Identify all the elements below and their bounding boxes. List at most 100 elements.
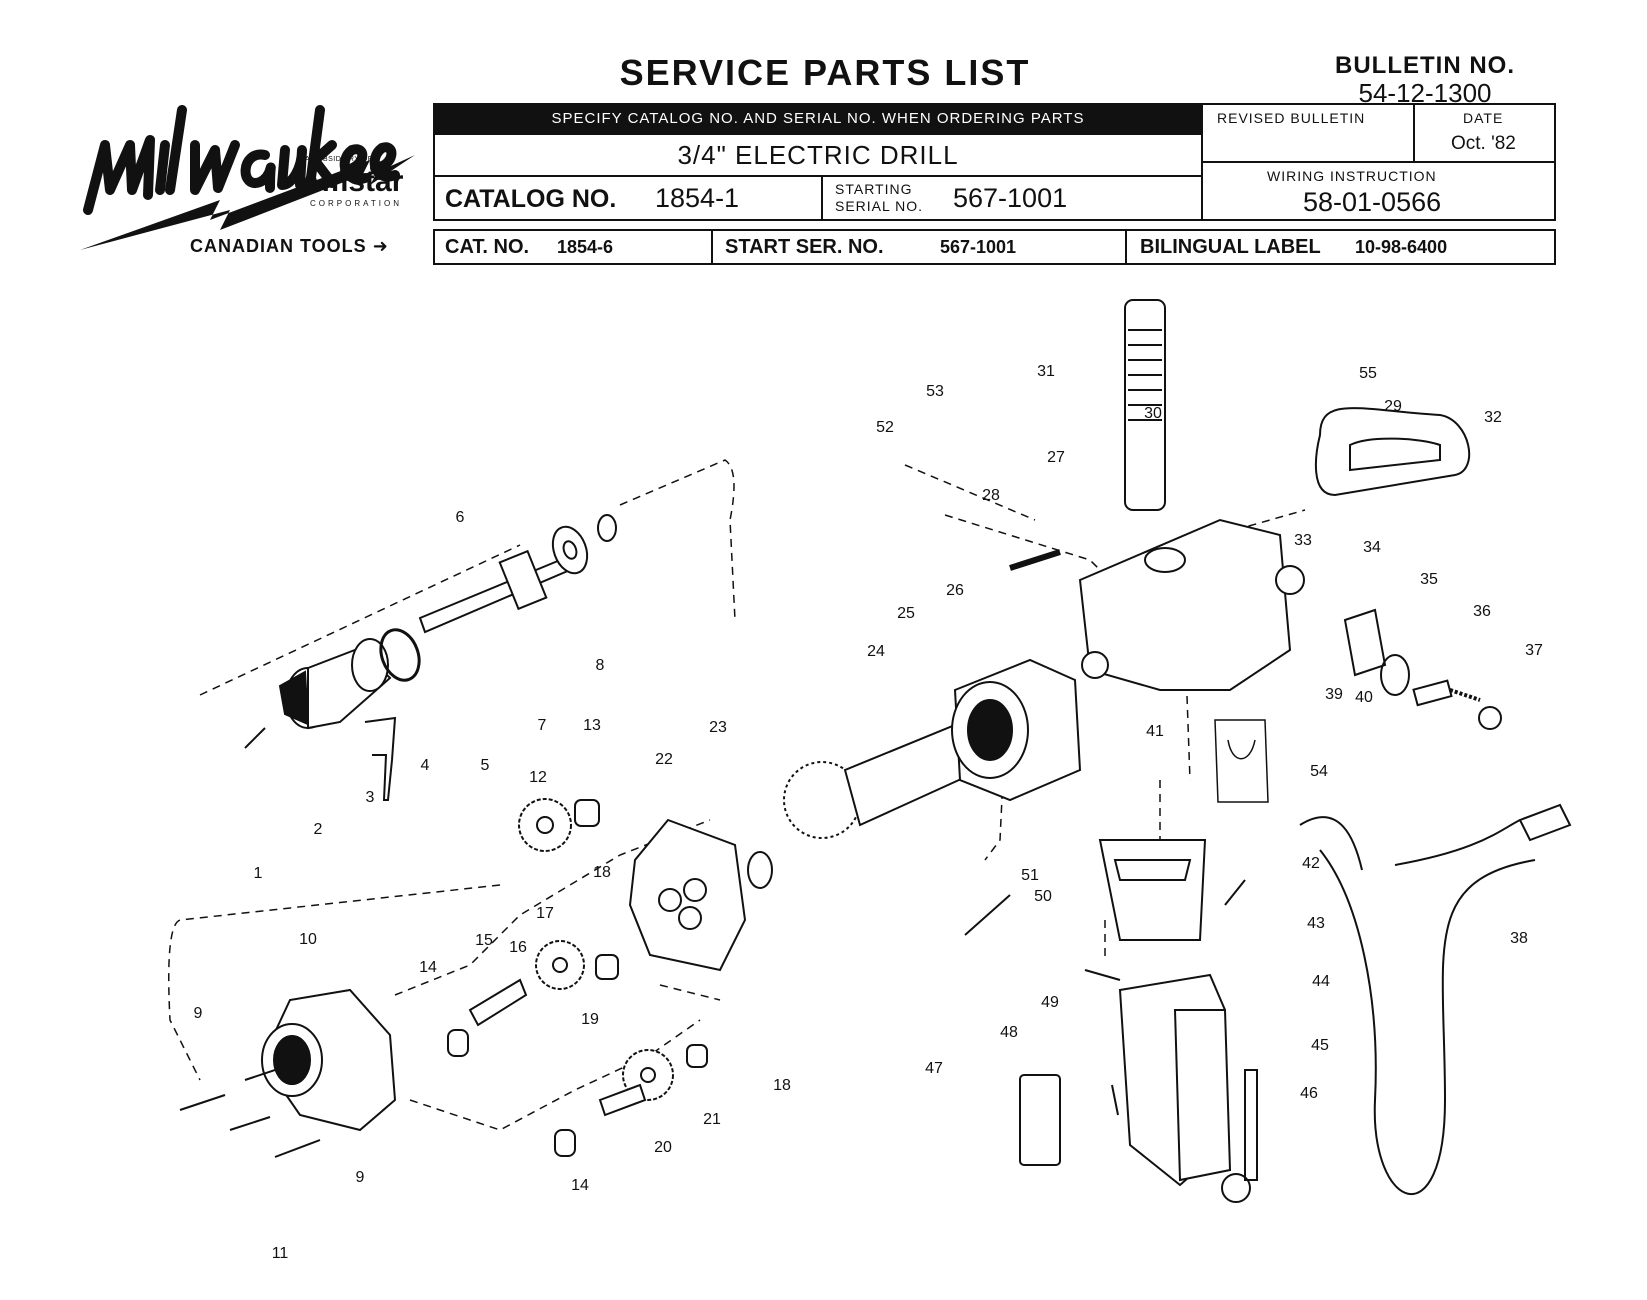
part-number-label: 24 bbox=[867, 643, 885, 660]
canadian-start-number: 567-1001 bbox=[940, 237, 1017, 257]
power-cord bbox=[1299, 803, 1572, 1196]
starting-label: STARTING bbox=[835, 181, 913, 197]
date-cell: DATE Oct. '82 bbox=[1413, 103, 1556, 163]
part-number-label: 43 bbox=[1307, 915, 1325, 932]
wiring-label: WIRING INSTRUCTION bbox=[1267, 168, 1437, 184]
part-number-label: 55 bbox=[1359, 365, 1377, 382]
part-number-label: 6 bbox=[456, 509, 465, 526]
part-number-label: 54 bbox=[1310, 763, 1328, 780]
part-number-label: 36 bbox=[1473, 603, 1491, 620]
part-number-label: 34 bbox=[1363, 539, 1381, 556]
part-number-label: 11 bbox=[272, 1245, 289, 1262]
bearing bbox=[551, 514, 617, 575]
part-number-label: 46 bbox=[1300, 1085, 1318, 1102]
part-number-label: 21 bbox=[703, 1111, 721, 1128]
serial-label: SERIAL NO. bbox=[835, 198, 924, 214]
part-number-label: 12 bbox=[529, 769, 547, 786]
date-value: Oct. '82 bbox=[1451, 133, 1516, 154]
brush-holder bbox=[1343, 608, 1502, 730]
catalog-label: CATALOG NO. bbox=[445, 185, 617, 213]
chuck-key bbox=[364, 716, 397, 801]
part-number-label: 29 bbox=[1384, 398, 1402, 415]
part-number-label: 3 bbox=[366, 789, 375, 806]
divider bbox=[711, 231, 713, 263]
part-number-label: 50 bbox=[1034, 888, 1052, 905]
part-number-label: 1 bbox=[254, 865, 263, 882]
part-number-label: 18 bbox=[593, 864, 611, 881]
product-name: 3/4" ELECTRIC DRILL bbox=[433, 133, 1203, 177]
amstar-wordmark: Amstar bbox=[300, 165, 404, 198]
part-number-label: 20 bbox=[654, 1139, 672, 1156]
screws bbox=[179, 549, 1246, 1158]
part-number-label: 37 bbox=[1525, 642, 1543, 659]
catalog-cell: CATALOG NO. 1854-1 bbox=[433, 175, 823, 221]
instruction-bar: SPECIFY CATALOG NO. AND SERIAL NO. WHEN … bbox=[433, 103, 1203, 133]
warning-label bbox=[1214, 719, 1269, 803]
part-number-label: 18 bbox=[773, 1077, 791, 1094]
wiring-cell: WIRING INSTRUCTION 58-01-0566 bbox=[1201, 161, 1556, 221]
revised-label: REVISED BULLETIN bbox=[1217, 110, 1366, 126]
part-number-label: 22 bbox=[655, 751, 673, 768]
corporation-text: CORPORATION bbox=[310, 199, 402, 208]
canadian-tools-label: CANADIAN TOOLS ➜ bbox=[190, 236, 389, 257]
part-number-label: 27 bbox=[1047, 449, 1065, 466]
part-number-label: 31 bbox=[1037, 363, 1055, 380]
part-number-label: 14 bbox=[419, 959, 437, 976]
part-number-label: 32 bbox=[1484, 409, 1502, 426]
part-number-label: 23 bbox=[709, 719, 727, 736]
gear-train bbox=[447, 798, 708, 1157]
catalog-number: 1854-1 bbox=[655, 183, 740, 213]
subsidiary-text: A SUBSIDIARY OF bbox=[305, 156, 373, 163]
bulletin-label: BULLETIN NO. bbox=[1335, 52, 1515, 79]
part-number-label: 2 bbox=[314, 821, 323, 838]
side-handle bbox=[1124, 299, 1166, 511]
part-number-label: 45 bbox=[1311, 1037, 1329, 1054]
spindle bbox=[418, 549, 572, 634]
part-number-label: 14 bbox=[571, 1177, 589, 1194]
part-number-label: 15 bbox=[475, 932, 493, 949]
part-number-label: 44 bbox=[1312, 973, 1330, 990]
part-number-label: 40 bbox=[1355, 689, 1373, 706]
canadian-cat-label: CAT. NO. bbox=[445, 236, 530, 258]
wiring-number: 58-01-0566 bbox=[1303, 187, 1442, 217]
logo-scribble bbox=[83, 105, 400, 215]
part-number-label: 7 bbox=[538, 717, 547, 734]
part-number-label: 25 bbox=[897, 605, 915, 622]
part-number-label: 48 bbox=[1000, 1024, 1018, 1041]
part-number-label: 30 bbox=[1144, 405, 1162, 422]
part-number-label: 17 bbox=[536, 905, 554, 922]
part-number-label: 49 bbox=[1041, 994, 1059, 1011]
part-number-label: 16 bbox=[509, 939, 527, 956]
bilingual-number: 10-98-6400 bbox=[1355, 237, 1448, 257]
bilingual-label: BILINGUAL LABEL bbox=[1140, 236, 1321, 258]
arrow-right-icon: ➜ bbox=[372, 236, 389, 256]
page-title: SERVICE PARTS LIST bbox=[619, 52, 1031, 93]
canadian-row: CAT. NO. 1854-6 START SER. NO. 567-1001 … bbox=[433, 229, 1556, 265]
motor-housing bbox=[1078, 518, 1305, 691]
revised-cell: REVISED BULLETIN bbox=[1201, 103, 1415, 163]
part-number-label: 42 bbox=[1302, 855, 1320, 872]
switch-handle bbox=[1019, 839, 1258, 1203]
part-number-label: 10 bbox=[299, 931, 317, 948]
serial-number: 567-1001 bbox=[953, 183, 1068, 213]
part-number-label: 5 bbox=[481, 757, 490, 774]
part-number-label: 53 bbox=[926, 383, 944, 400]
date-label: DATE bbox=[1463, 110, 1504, 126]
part-number-label: 19 bbox=[581, 1011, 599, 1028]
part-number-label: 35 bbox=[1420, 571, 1438, 588]
rear-handle bbox=[1314, 407, 1471, 497]
canadian-tools-text: CANADIAN TOOLS bbox=[190, 236, 367, 256]
serial-cell: STARTING SERIAL NO. 567-1001 bbox=[821, 175, 1203, 221]
part-number-label: 4 bbox=[421, 757, 430, 774]
gear-case bbox=[260, 988, 397, 1132]
o-ring bbox=[379, 628, 421, 682]
part-number-label: 8 bbox=[596, 657, 605, 674]
milwaukee-logo bbox=[80, 105, 415, 250]
part-number-label: 41 bbox=[1146, 723, 1164, 740]
part-number-label: 9 bbox=[194, 1005, 203, 1022]
part-number-label: 13 bbox=[583, 717, 601, 734]
canadian-cat-number: 1854-6 bbox=[557, 237, 614, 257]
part-number-label: 38 bbox=[1510, 930, 1528, 947]
